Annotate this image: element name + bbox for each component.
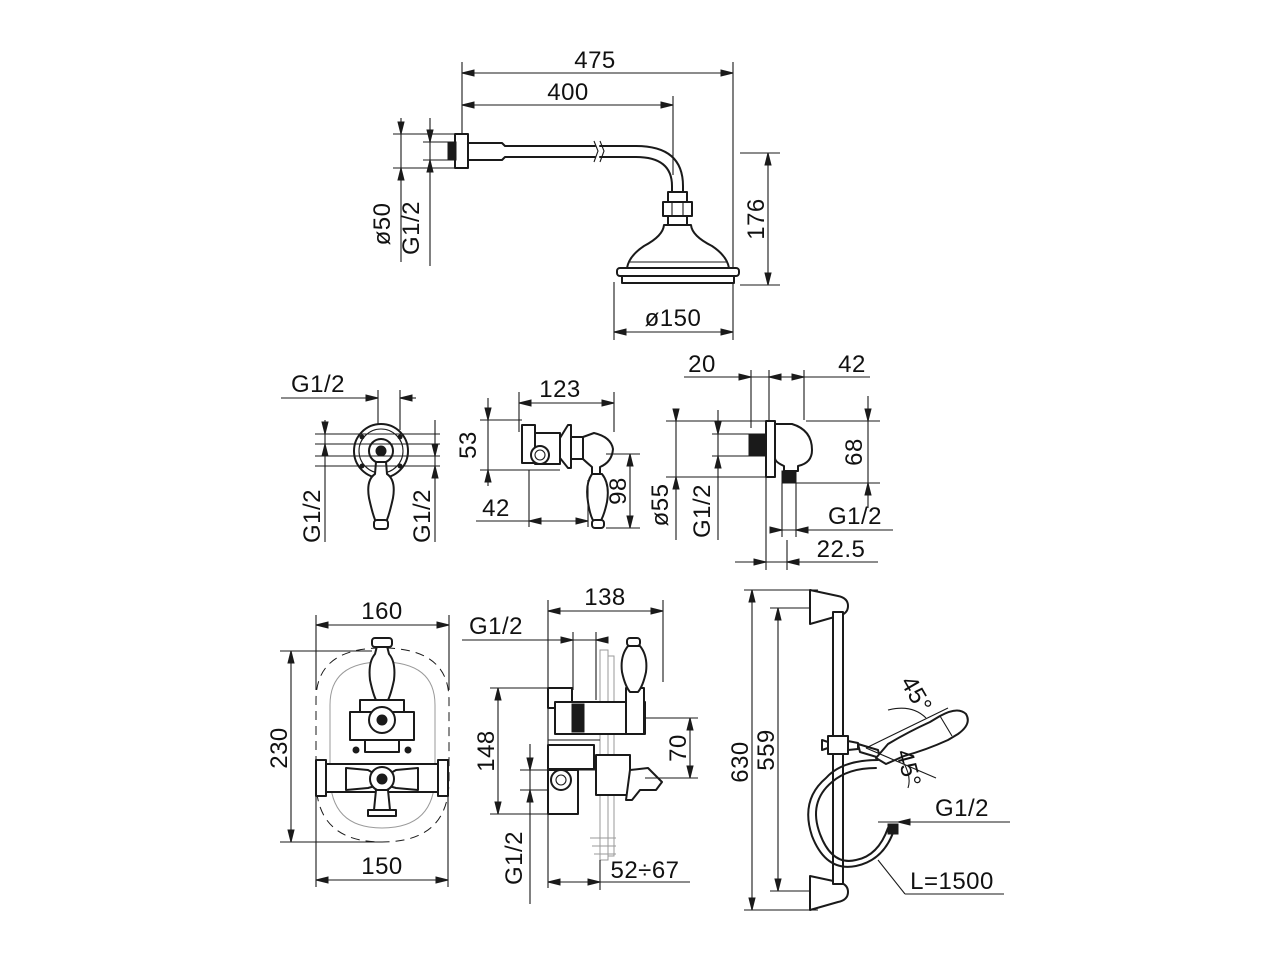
dim-g12-side-bottom: G1/2 xyxy=(501,831,528,885)
outlet-elbow xyxy=(774,423,813,472)
dim-53: 53 xyxy=(455,431,482,459)
dim-g12-outlet-left: G1/2 xyxy=(689,484,716,538)
dim-52-67: 52÷67 xyxy=(610,857,679,884)
outlet-flange xyxy=(765,420,776,478)
hand-shower xyxy=(875,709,969,765)
dim-g12-front-top: G1/2 xyxy=(291,371,345,398)
dim-g12-front-left: G1/2 xyxy=(299,489,326,543)
dim-123: 123 xyxy=(539,376,581,403)
thermostatic-side-view: 138 G1/2 148 70 xyxy=(462,584,698,904)
arm-wall-flange xyxy=(454,133,469,169)
dim-138: 138 xyxy=(584,584,626,611)
thermostatic-front-view: 160 230 150 xyxy=(266,598,450,887)
wall-outlet-view: 20 42 68 ø55 G1/2 G1/2 22.5 xyxy=(647,351,893,570)
thermostatic-side-cross-handle xyxy=(625,767,663,801)
thermostat-lever xyxy=(368,645,396,701)
valve-side-handle xyxy=(582,432,614,475)
dim-70: 70 xyxy=(665,734,692,762)
dim-o55: ø55 xyxy=(647,484,674,527)
dim-o150: ø150 xyxy=(645,305,702,332)
dim-176: 176 xyxy=(743,198,770,240)
dim-559: 559 xyxy=(753,729,780,771)
dim-148: 148 xyxy=(473,730,500,772)
dim-230: 230 xyxy=(266,727,293,769)
dim-g12-front-right: G1/2 xyxy=(409,489,436,543)
dim-45-top: 45° xyxy=(895,672,937,718)
dim-42-outlet: 42 xyxy=(838,351,866,378)
thermostatic-escutcheon-outline xyxy=(315,647,450,843)
dim-22-5: 22.5 xyxy=(817,536,866,563)
slide-rail-assembly: 630 559 45° 45° G1/2 L=1500 xyxy=(727,589,1010,911)
dim-45-bottom: 45° xyxy=(890,747,926,790)
shower-arm xyxy=(467,142,596,161)
dim-400: 400 xyxy=(547,79,589,106)
shower-head-assembly: 475 400 176 xyxy=(369,47,780,340)
dim-g12-arm: G1/2 xyxy=(398,201,425,255)
dim-o50: ø50 xyxy=(369,203,396,246)
valve-front-view: G1/2 G1/2 G1/2 xyxy=(281,371,440,543)
shower-hose xyxy=(807,759,895,868)
dim-42-side: 42 xyxy=(482,495,510,522)
dim-150: 150 xyxy=(361,853,403,880)
dim-475: 475 xyxy=(574,47,616,74)
thermostatic-side-lever xyxy=(620,645,648,693)
dim-l1500: L=1500 xyxy=(910,868,994,895)
rail-slider xyxy=(827,735,849,755)
dim-68: 68 xyxy=(841,438,868,466)
dim-20: 20 xyxy=(688,351,716,378)
dim-630: 630 xyxy=(727,741,754,783)
dim-g12-rail: G1/2 xyxy=(935,795,989,822)
dim-160: 160 xyxy=(361,598,403,625)
valve-side-view: 123 53 42 98 xyxy=(455,376,640,529)
dim-g12-outlet-right: G1/2 xyxy=(828,503,882,530)
dim-98: 98 xyxy=(605,477,632,505)
dim-g12-side-top: G1/2 xyxy=(469,613,523,640)
